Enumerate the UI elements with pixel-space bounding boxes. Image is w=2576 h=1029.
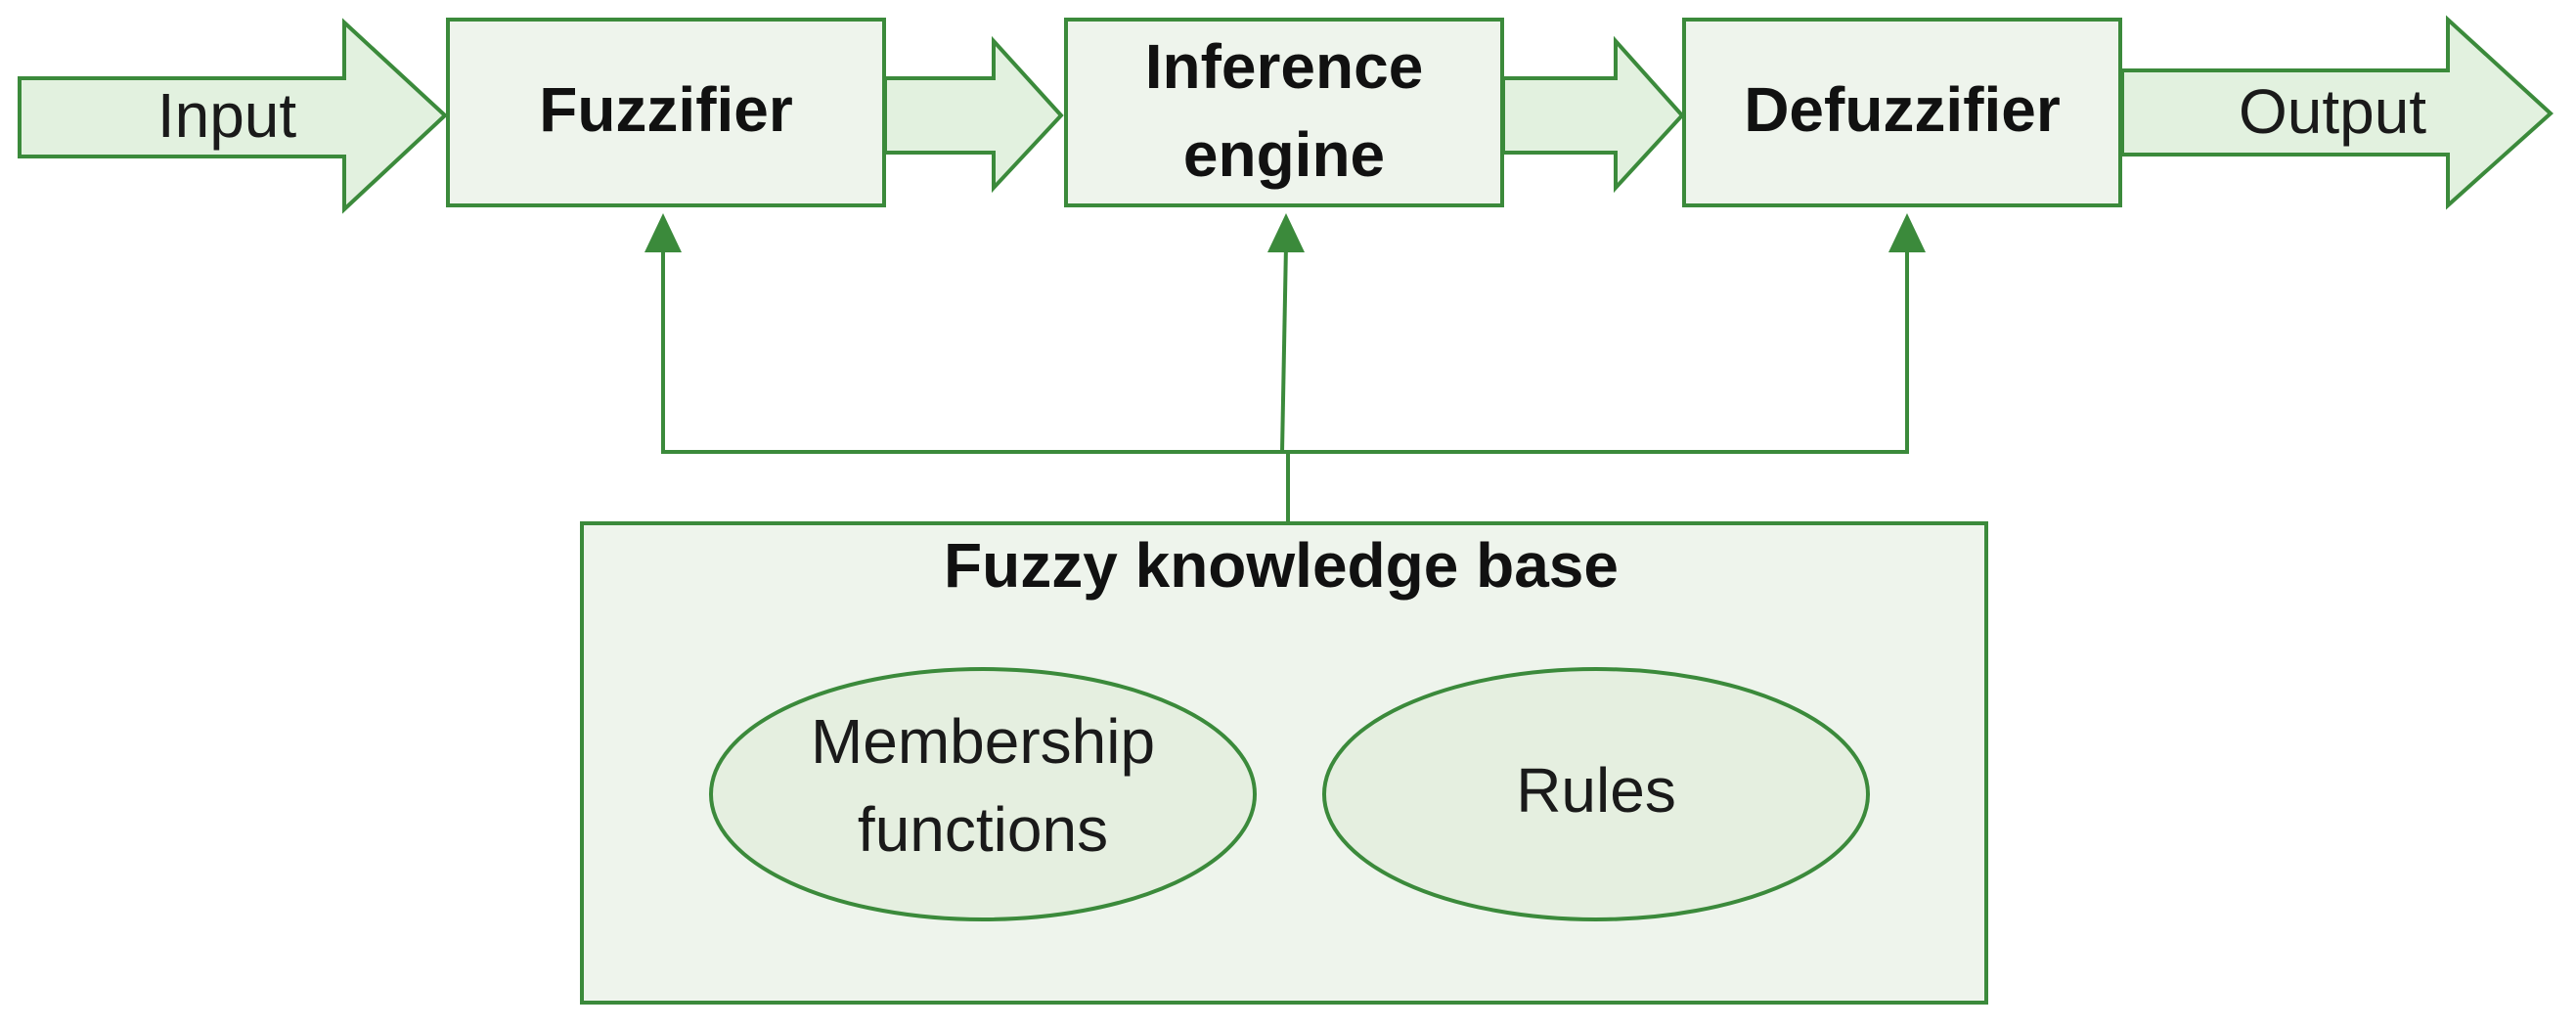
arrowhead-to-defuzzifier xyxy=(1888,213,1926,252)
defuzzifier-label: Defuzzifier xyxy=(1744,74,2061,145)
inference-engine-block: Inference engine xyxy=(1064,18,1504,207)
fuzzifier-block: Fuzzifier xyxy=(446,18,886,207)
inference-label-line1: Inference xyxy=(1145,31,1424,102)
knowledge-base-connectors xyxy=(644,213,1926,523)
knowledge-base-block: Fuzzy knowledge base Membership function… xyxy=(580,521,1988,1005)
rules-label: Rules xyxy=(1516,755,1676,826)
input-arrow: Input xyxy=(18,18,448,214)
input-label: Input xyxy=(157,80,297,151)
output-label: Output xyxy=(2239,76,2426,147)
fuzzifier-to-inference-arrow xyxy=(883,35,1064,194)
rules-ellipse: Rules xyxy=(1322,667,1870,921)
membership-functions-ellipse: Membership functions xyxy=(709,667,1257,921)
membership-label-line2: functions xyxy=(858,794,1108,865)
inference-label-line2: engine xyxy=(1183,119,1385,190)
arrowhead-to-inference xyxy=(1267,213,1305,252)
knowledge-base-title: Fuzzy knowledge base xyxy=(944,530,1619,601)
defuzzifier-block: Defuzzifier xyxy=(1682,18,2122,207)
membership-label-line1: Membership xyxy=(811,706,1155,777)
arrowhead-to-fuzzifier xyxy=(644,213,682,252)
output-arrow: Output xyxy=(2120,15,2554,210)
inference-to-defuzzifier-arrow xyxy=(1501,35,1685,194)
fuzzifier-label: Fuzzifier xyxy=(539,74,793,145)
